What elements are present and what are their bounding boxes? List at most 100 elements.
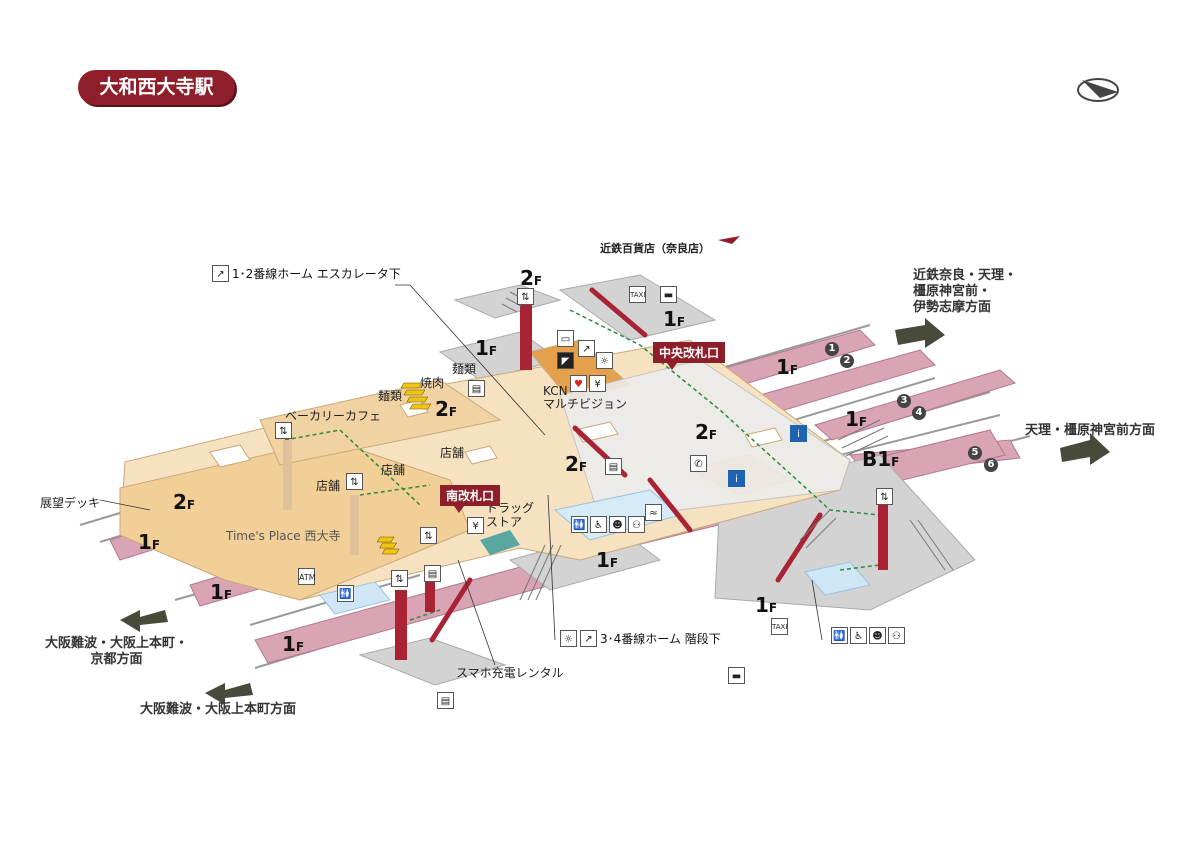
central-gate-label: 中央改札口 [653, 342, 726, 370]
compass-icon [1077, 78, 1119, 102]
gate-strip [480, 530, 520, 555]
floor-f1-bottom: 1F [282, 632, 305, 656]
platform-6: 6 [984, 458, 998, 472]
shop-label-3: 店舗 [316, 479, 341, 493]
locker-icon-2: ▤ [605, 458, 622, 475]
charge-label: スマホ充電レンタル [456, 666, 564, 680]
ticket-machine-icon: ◤ [557, 352, 574, 369]
direction-tenri: 天理・橿原神宮前方面 [1025, 423, 1156, 438]
stairs-c [837, 419, 889, 457]
elevator-shafts [283, 300, 888, 660]
escalator-12-callout: ↗ 1･2番線ホーム エスカレータ下 [212, 265, 401, 282]
arrow-nara [895, 318, 945, 348]
floor-f1-top: 1F [663, 307, 686, 331]
concourse [119, 339, 871, 615]
walking-routes [284, 309, 881, 621]
bus-icon-2: ▬ [728, 667, 745, 684]
floor-b1-track56: B1F [862, 447, 900, 471]
kcn-label: KCN マルチビジョン [543, 384, 628, 411]
family-icon: ⚇ [628, 516, 645, 533]
stairs-34-label: 3･4番線ホーム 階段下 [600, 632, 721, 646]
dept-store-arrow [718, 236, 740, 244]
floor-f2-deck: 2F [173, 490, 196, 514]
stairs-b [519, 544, 562, 601]
baby-icon-2: ☻ [869, 627, 886, 644]
stairs-d [909, 519, 954, 571]
toilet-area-left [319, 581, 391, 615]
locker-icon-4: ▤ [437, 692, 454, 709]
toilet-icon-3: 🚻 [831, 627, 848, 644]
escalators [429, 287, 823, 643]
platform-5: 5 [968, 446, 982, 460]
upper-platform-1f-right [558, 274, 717, 341]
escalator-icon-2: ↗ [580, 630, 597, 647]
noodles-label-1: 麺類 [452, 362, 477, 376]
floor-f1-track12: 1F [776, 355, 799, 379]
toilet-icon-2: 🚻 [337, 585, 354, 602]
direction-osaka: 大阪難波・大阪上本町方面 [140, 702, 297, 717]
smoking-icon: ≈ [645, 504, 662, 521]
bakery-label: ベーカリーカフェ [285, 409, 382, 423]
wheelchair-icon-2: ♿ [850, 627, 867, 644]
accessibility-route-icon: ☼ [596, 352, 613, 369]
platform-1: 1 [825, 342, 839, 356]
floor-f1-track34: 1F [845, 407, 868, 431]
locker-icon: ▤ [468, 380, 485, 397]
stairs-34-callout: ☼ ↗ 3･4番線ホーム 階段下 [560, 630, 721, 647]
platform-2: 2 [840, 354, 854, 368]
upper-platform-2f [453, 284, 562, 319]
taxi-icon-2: TAXI [771, 618, 788, 635]
escalator-icon: ↗ [212, 265, 229, 282]
floor-f1-left: 1F [138, 530, 161, 554]
noodles-label-2: 麺類 [378, 389, 403, 403]
direction-nara: 近鉄奈良・天理・ 橿原神宮前・ 伊勢志摩方面 [913, 268, 1018, 315]
floor-f1-upper: 1F [475, 336, 498, 360]
arrow-osaka-kyoto [120, 610, 168, 632]
yen-icon-2: ¥ [467, 517, 484, 534]
deck-label: 展望デッキ [40, 496, 101, 510]
yen-icon: ¥ [589, 375, 606, 392]
floor-f2-foodcourt: 2F [435, 397, 458, 421]
elevator-icon-4: ⇅ [876, 488, 893, 505]
direction-arrows [120, 318, 1110, 705]
dept-store-label: 近鉄百貨店（奈良店） [600, 242, 710, 255]
baby-icon: ☻ [609, 516, 626, 533]
elevator-icon-3: ⇅ [346, 473, 363, 490]
yakiniku-label: 焼肉 [420, 376, 445, 390]
arrow-tenri [1060, 433, 1110, 465]
toilet-icon: 🚻 [571, 516, 588, 533]
floor-f2-top: 2F [520, 266, 543, 290]
south-gate-label: 南改札口 [440, 485, 501, 513]
phone-icon: ✆ [690, 455, 707, 472]
platform-3: 3 [897, 394, 911, 408]
escalator-icon-3: ↗ [578, 340, 595, 357]
monitor-icon: ▭ [557, 330, 574, 347]
floor-f1-right: 1F [755, 593, 778, 617]
floor-f2-right: 2F [695, 420, 718, 444]
elevator-icon: ⇅ [517, 288, 534, 305]
times-place-label: Time's Place 西大寺 [226, 529, 341, 543]
floor-f1-bottomleft: 1F [210, 580, 233, 604]
taxi-icon: TAXI [629, 286, 646, 303]
atm-icon: ATM [298, 568, 316, 585]
family-icon-2: ⚇ [888, 627, 905, 644]
floor-f2-center: 2F [565, 452, 588, 476]
arrow-osaka [205, 683, 253, 705]
info-icon: i [790, 425, 807, 442]
accessibility-icon: ☼ [560, 630, 577, 647]
staircases [501, 291, 954, 601]
bus-icon: ▬ [660, 286, 677, 303]
floor-f1-center: 1F [596, 548, 619, 572]
heart-icon: ♥ [570, 375, 587, 392]
ticket-gates [376, 382, 432, 555]
track-34 [813, 369, 1017, 441]
toilet-area-right [804, 561, 871, 596]
foodcourt-area [259, 379, 502, 466]
elevator-icon-6: ⇅ [391, 570, 408, 587]
escalator-12-label: 1･2番線ホーム エスカレータ下 [232, 267, 401, 281]
locker-icon-3: ▤ [424, 565, 441, 582]
station-title: 大和西大寺駅 [78, 70, 235, 105]
info-icon-2: i [728, 470, 745, 487]
